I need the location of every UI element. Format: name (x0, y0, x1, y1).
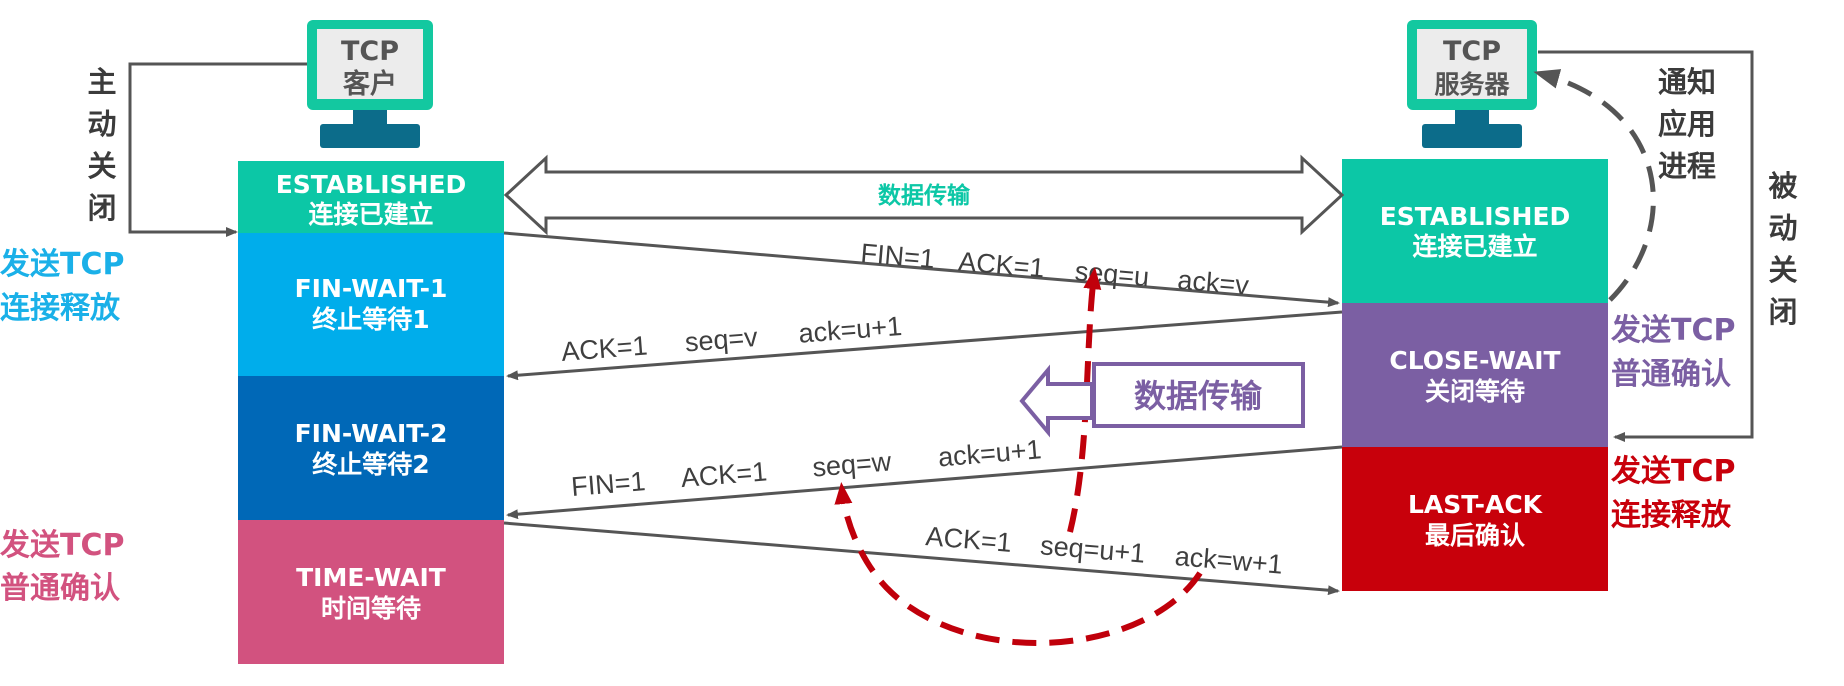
server-state-close-wait-cn: 关闭等待 (1425, 377, 1525, 406)
msg3-fin: FIN=1 (570, 466, 646, 502)
msg4-ack-num: ack=w+1 (1174, 541, 1284, 580)
server-send-ack-line1: 发送TCP (1610, 313, 1735, 348)
msg3-labels: FIN=1 ACK=1 seq=w ack=u+1 (570, 434, 1042, 502)
msg-ack-server-to-client (506, 310, 1343, 381)
notify-app-line-1: 通知 (1658, 65, 1716, 99)
data-transfer-hollow-arrow (1019, 364, 1094, 438)
notify-app-line-2: 应用 (1658, 107, 1716, 141)
server-state-established (1342, 159, 1608, 303)
client-state-established (238, 161, 504, 233)
client-state-established-en: ESTABLISHED (276, 170, 467, 199)
passive-close-char-4: 闭 (1768, 295, 1797, 329)
msg-fin-server-to-client (506, 445, 1343, 520)
server-send-ack-line2: 普通确认 (1611, 357, 1731, 392)
msg3-ack-num: ack=u+1 (937, 434, 1043, 472)
client-state-fin-wait-1 (238, 233, 504, 376)
msg2-ack-num: ack=u+1 (797, 311, 903, 349)
server-state-close-wait (1342, 303, 1608, 447)
active-close-char-3: 关 (87, 149, 116, 183)
msg1-labels: FIN=1 ACK=1 seq=u ack=v (859, 238, 1250, 301)
active-close-char-1: 主 (87, 65, 116, 99)
client-computer-label-line1: TCP (341, 36, 399, 67)
server-state-last-ack-en: LAST-ACK (1408, 490, 1544, 519)
active-close-label: 主 动 关 闭 (87, 65, 116, 225)
client-computer-icon: TCP 客户 (307, 20, 433, 148)
passive-close-label: 被 动 关 闭 (1768, 169, 1797, 329)
passive-close-char-2: 动 (1768, 211, 1797, 245)
msg3-ack-flag: ACK=1 (680, 456, 768, 493)
passive-close-loop (1538, 50, 1754, 442)
msg2-labels: ACK=1 seq=v ack=u+1 (560, 311, 903, 367)
msg1-ack-flag: ACK=1 (957, 246, 1046, 283)
server-computer-label-line1: TCP (1443, 36, 1501, 67)
msg1-fin: FIN=1 (859, 238, 936, 274)
notify-app-label: 通知 应用 进程 (1658, 65, 1716, 183)
client-send-release-line2: 连接释放 (0, 291, 121, 326)
red-dashed-ack-arrow (834, 482, 1203, 646)
server-state-last-ack-cn: 最后确认 (1425, 521, 1525, 550)
msg1-seq: seq=u (1074, 256, 1151, 292)
client-send-ack-line2: 普通确认 (0, 571, 120, 606)
msg2-ack-flag: ACK=1 (560, 330, 648, 367)
msg-fin-client-to-server (503, 231, 1340, 308)
client-state-time-wait-en: TIME-WAIT (296, 563, 446, 592)
active-close-char-4: 闭 (87, 191, 116, 225)
client-send-release-label: 发送TCP 连接释放 (0, 247, 124, 326)
server-state-close-wait-en: CLOSE-WAIT (1389, 346, 1560, 375)
data-transfer-label: 数据传输 (878, 182, 971, 209)
client-state-fin-wait-2 (238, 376, 504, 520)
client-state-fin-wait-2-en: FIN-WAIT-2 (295, 419, 448, 448)
data-transfer-box: 数据传输 (1019, 362, 1305, 438)
data-transfer-box-label: 数据传输 (1134, 377, 1263, 415)
client-send-release-line1: 发送TCP (0, 247, 124, 282)
msg3-seq: seq=w (811, 446, 892, 482)
client-send-ack-line1: 发送TCP (0, 528, 124, 563)
msg2-seq: seq=v (684, 322, 759, 358)
notify-app-line-3: 进程 (1658, 149, 1716, 183)
msg4-seq: seq=u+1 (1039, 530, 1146, 568)
client-state-established-cn: 连接已建立 (308, 200, 433, 229)
active-close-char-2: 动 (87, 107, 116, 141)
client-send-ack-label: 发送TCP 普通确认 (0, 528, 124, 606)
client-state-fin-wait-2-cn: 终止等待2 (312, 450, 429, 479)
server-send-release-label: 发送TCP 连接释放 (1610, 454, 1735, 533)
server-computer-label-line2: 服务器 (1434, 70, 1510, 99)
server-state-established-en: ESTABLISHED (1380, 202, 1571, 231)
server-state-column: ESTABLISHED 连接已建立 CLOSE-WAIT 关闭等待 LAST-A… (1342, 159, 1608, 591)
passive-close-char-1: 被 (1768, 169, 1797, 203)
passive-close-char-3: 关 (1768, 253, 1797, 287)
server-send-ack-label: 发送TCP 普通确认 (1610, 313, 1735, 392)
server-send-release-line2: 连接释放 (1611, 498, 1732, 533)
client-state-fin-wait-1-cn: 终止等待1 (312, 305, 429, 334)
data-transfer-double-arrow: 数据传输 (503, 154, 1345, 236)
client-state-column: ESTABLISHED 连接已建立 FIN-WAIT-1 终止等待1 FIN-W… (238, 161, 504, 664)
msg4-ack-flag: ACK=1 (925, 521, 1013, 558)
server-state-last-ack (1342, 447, 1608, 591)
client-state-time-wait-cn: 时间等待 (321, 594, 421, 623)
msg1-ack-num: ack=v (1176, 265, 1250, 301)
notify-app-arrow (1533, 69, 1656, 302)
active-close-loop (128, 62, 307, 237)
server-send-release-line1: 发送TCP (1610, 454, 1735, 489)
client-state-fin-wait-1-en: FIN-WAIT-1 (295, 274, 448, 303)
server-computer-icon: TCP 服务器 (1407, 20, 1537, 148)
server-state-established-cn: 连接已建立 (1412, 232, 1537, 261)
client-state-time-wait (238, 520, 504, 664)
client-computer-label-line2: 客户 (343, 68, 397, 100)
